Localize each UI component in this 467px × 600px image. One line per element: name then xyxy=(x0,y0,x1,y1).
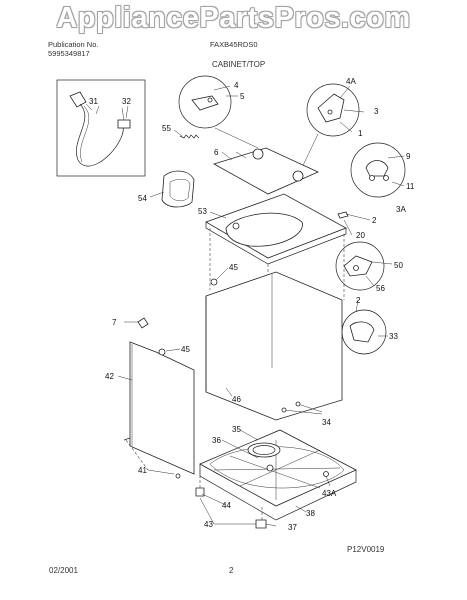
callout-3a: 3A xyxy=(396,205,406,214)
callout-9: 9 xyxy=(406,152,411,161)
footer-page-number: 2 xyxy=(229,566,234,575)
callout-33: 33 xyxy=(389,332,398,341)
detail-circle-switch xyxy=(350,142,406,198)
callout-38: 38 xyxy=(306,509,315,518)
cabinet-wrapper xyxy=(205,271,343,421)
spring-part xyxy=(179,134,200,139)
section-title: CABINET/TOP xyxy=(212,60,266,69)
callout-4a: 4A xyxy=(346,77,356,86)
cabinet-base xyxy=(199,429,357,521)
callout-43: 43 xyxy=(204,520,213,529)
callout-45-mid: 45 xyxy=(181,345,190,354)
front-panel xyxy=(129,317,195,475)
publication-label: Publication No. xyxy=(48,40,99,49)
callout-41: 41 xyxy=(138,466,147,475)
callout-3: 3 xyxy=(374,107,379,116)
callout-46: 46 xyxy=(232,395,241,404)
callout-1: 1 xyxy=(358,129,363,138)
callout-42: 42 xyxy=(105,372,114,381)
callout-55: 55 xyxy=(162,124,171,133)
callout-35: 35 xyxy=(232,425,241,434)
lid-panel xyxy=(212,147,319,195)
watermark: AppliancePartsPros.com xyxy=(56,2,411,34)
detail-circle-clip xyxy=(341,299,388,355)
callout-11: 11 xyxy=(406,182,415,191)
detail-circle-bracket xyxy=(335,241,393,291)
callout-31: 31 xyxy=(89,97,98,106)
detail-circle-hinge xyxy=(178,75,259,149)
cabinet-top xyxy=(205,193,347,265)
footer-date: 02/2001 xyxy=(49,566,78,575)
callout-6: 6 xyxy=(214,148,219,157)
screw-20 xyxy=(337,211,349,219)
callout-2-top: 2 xyxy=(372,216,377,225)
callout-37: 37 xyxy=(288,523,297,532)
callout-labels: 31 32 4 5 4A 3 1 55 6 9 11 3A 54 53 2 20… xyxy=(89,77,415,532)
callout-36: 36 xyxy=(212,436,221,445)
callout-20: 20 xyxy=(356,231,365,240)
power-cord-inset xyxy=(56,79,146,177)
publication-number: 5995349817 xyxy=(48,49,90,58)
callout-2-mid: 2 xyxy=(356,296,361,305)
callout-45-top: 45 xyxy=(229,263,238,272)
callout-4: 4 xyxy=(234,81,239,90)
callout-54: 54 xyxy=(138,194,147,203)
figure-code: P12V0019 xyxy=(347,545,385,554)
callout-34: 34 xyxy=(322,418,331,427)
callout-44: 44 xyxy=(222,501,231,510)
callout-43a: 43A xyxy=(322,489,337,498)
callout-56: 56 xyxy=(376,284,385,293)
detail-circle-lid-switch xyxy=(297,83,365,177)
callout-50: 50 xyxy=(394,261,403,270)
callout-5: 5 xyxy=(240,92,245,101)
callout-53: 53 xyxy=(198,207,207,216)
callout-7: 7 xyxy=(112,318,117,327)
model-number: FAXB45RDS0 xyxy=(210,40,258,49)
callout-32: 32 xyxy=(122,97,131,106)
